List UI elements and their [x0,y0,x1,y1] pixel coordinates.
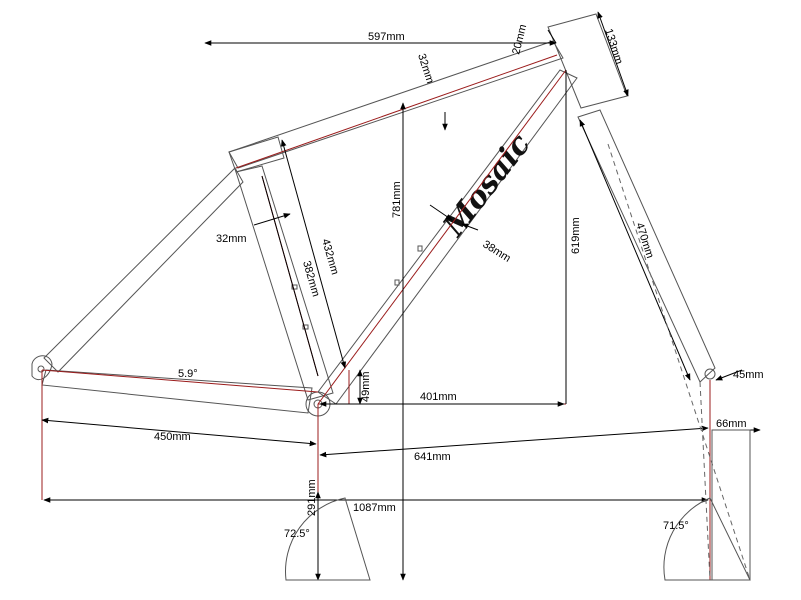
dimension-lines [41,11,761,581]
front-dropout [704,368,716,380]
label-seat-tube-length: 432mm [319,238,341,277]
label-seat-tube-inner: 382mm [300,260,322,299]
label-bb-height: 291mm [306,479,318,516]
label-chainstay-length: 450mm [154,431,191,443]
frame-outline [31,13,716,417]
front-angle-arc [663,497,751,581]
label-chainstay-angle: 5.9° [178,368,198,380]
label-top-tube-diameter: 32mm [415,52,436,85]
svg-text:Mosaic: Mosaic [436,127,538,243]
label-top-tube-horizontal: 597mm [368,31,405,43]
chainstay [41,369,313,414]
label-front-center: 641mm [414,451,451,463]
top-tube [228,40,564,169]
down-tube [317,69,578,405]
labels: 597mm 20mm 133mm 32mm 32mm 38mm 781mm 61… [154,23,764,540]
brand-logo: Mosaic [436,127,538,243]
label-stack-height: 781mm [391,181,403,218]
label-fork-offset: 45mm [733,369,764,381]
label-down-tube-diameter: 38mm [480,238,512,264]
label-head-angle: 71.5° [663,520,689,532]
label-seat-tube-diameter: 32mm [216,233,247,245]
label-rake: 66mm [716,418,747,430]
label-head-tube-height: 619mm [570,217,582,254]
seat-stay [43,167,244,373]
label-head-tube-length: 133mm [602,27,625,66]
label-bb-to-head: 401mm [420,391,457,403]
rear-dropout [31,355,53,380]
label-seat-angle: 72.5° [284,528,310,540]
label-top-tube-offset: 20mm [510,23,529,56]
label-bb-drop: 49mm [360,371,372,402]
geometry-lines [41,54,751,580]
label-wheelbase: 1087mm [353,502,396,514]
rear-angle-arc [285,497,371,581]
wheel-arcs [285,429,751,581]
